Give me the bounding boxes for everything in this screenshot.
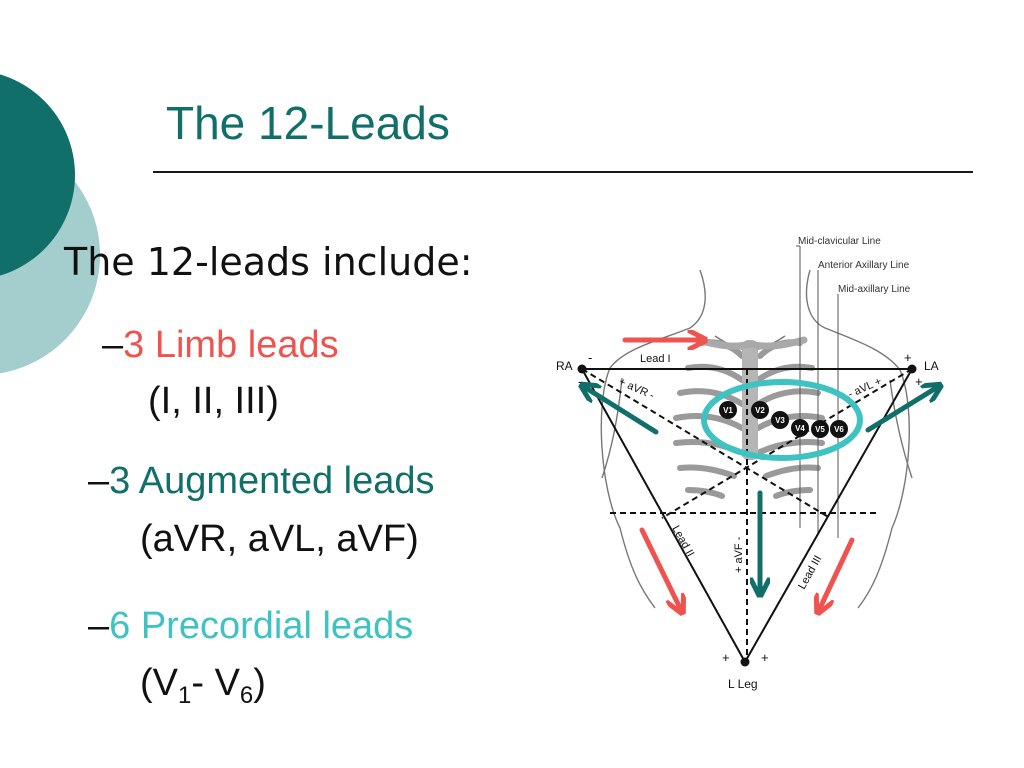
precordial-electrodes: V1 V2 V3 V4 V5 V6	[719, 401, 848, 438]
avr-arrow	[586, 388, 659, 435]
intro-text: The 12-leads include:	[64, 240, 473, 284]
la-label: LA	[924, 359, 939, 373]
precordial-leads-label: 6 Precordial leads	[109, 605, 414, 647]
ra-minus: -	[588, 350, 592, 365]
lead-ii-arrow	[639, 527, 680, 608]
la-node	[907, 364, 917, 374]
rib-cage	[673, 339, 825, 499]
title-divider	[153, 171, 973, 173]
avf-label: + aVF -	[733, 536, 745, 573]
list-dash: –	[88, 460, 110, 502]
ra-label: RA	[556, 359, 573, 373]
leg-plus-left: +	[722, 650, 730, 665]
ra-avr-minus: -	[578, 374, 582, 389]
precordial-ring	[701, 379, 863, 461]
electrode-v3	[771, 411, 789, 429]
limb-leads-detail: (I, II, III)	[148, 380, 279, 422]
decorative-circles	[0, 74, 100, 374]
augmented-axes	[581, 368, 913, 662]
list-item-precordial-leads: –6 Precordial leads	[88, 607, 413, 645]
mid-clavicular-line-label: Mid-clavicular Line	[798, 236, 881, 247]
leg-label: L Leg	[728, 677, 758, 691]
electrode-v4	[791, 419, 809, 437]
lead-iii-arrow	[820, 537, 855, 608]
electrode-v5-label: V5	[815, 425, 825, 434]
electrode-v5	[811, 420, 829, 438]
list-item-limb-leads: –3 Limb leads	[102, 326, 339, 364]
lead-i-label: Lead I	[640, 353, 671, 365]
augmented-leads-detail: (aVR, aVL, aVF)	[140, 518, 419, 560]
augmented-leads-label: 3 Augmented leads	[109, 460, 435, 502]
ra-node	[577, 364, 587, 374]
clavicle	[694, 336, 808, 350]
precordial-leads-detail: (V1- V6)	[140, 662, 266, 709]
limb-arrows	[622, 340, 855, 608]
electrode-v2-label: V2	[755, 406, 765, 415]
leg-node	[740, 657, 750, 667]
lead-ii-label: Lead II	[669, 524, 696, 559]
electrode-v3-label: V3	[775, 416, 785, 425]
anterior-axillary-line-label: Anterior Axillary Line	[818, 260, 910, 271]
electrode-v1	[719, 401, 737, 419]
avr-label: + aVR -	[617, 376, 657, 402]
electrode-v1-label: V1	[723, 406, 733, 415]
slide-title: The 12-Leads	[166, 97, 450, 149]
electrode-v6	[830, 420, 848, 438]
sternum	[742, 340, 758, 460]
augmented-arrows	[586, 388, 936, 590]
list-item-augmented-leads: –3 Augmented leads	[88, 462, 435, 500]
la-plus: +	[904, 350, 912, 365]
avl-arrow	[865, 388, 936, 433]
ecg-lead-diagram: Mid-clavicular Line Anterior Axillary Li…	[556, 236, 960, 691]
electrode-v6-label: V6	[834, 425, 844, 434]
list-dash: –	[102, 324, 124, 366]
limb-leads-label: 3 Limb leads	[123, 324, 339, 366]
lead-iii-label: Lead III	[796, 554, 824, 592]
electrode-v2	[751, 401, 769, 419]
leg-plus-right: +	[761, 650, 769, 665]
la-avl-plus: +	[915, 374, 923, 389]
list-dash: –	[88, 605, 110, 647]
mid-axillary-line-label: Mid-axillary Line	[838, 284, 911, 295]
electrode-v4-label: V4	[795, 424, 805, 433]
